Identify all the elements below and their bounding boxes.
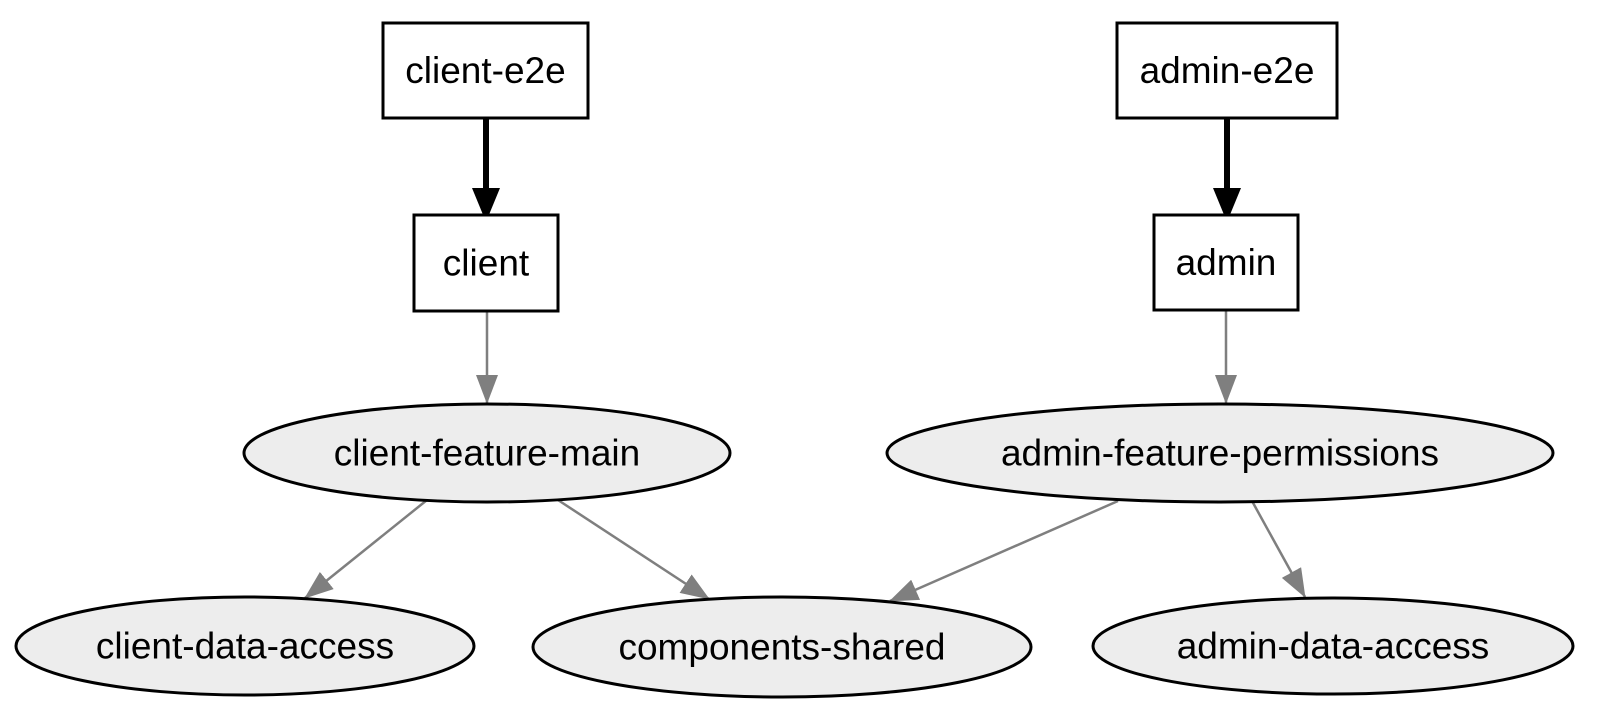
node-label: admin — [1176, 242, 1277, 283]
app-node-box — [1152, 213, 1300, 312]
node-label: admin-e2e — [1140, 50, 1315, 91]
library-node-ellipse — [14, 595, 476, 697]
edge-client-feature-main-to-components-shared — [557, 498, 710, 601]
node-client-data-access[interactable]: client-data-access — [14, 595, 476, 697]
app-node-box — [1115, 21, 1339, 120]
library-node-ellipse — [531, 595, 1033, 699]
node-client-feature-main[interactable]: client-feature-main — [242, 402, 732, 504]
node-label: admin-feature-permissions — [1001, 433, 1439, 474]
node-admin-feature-permissions[interactable]: admin-feature-permissions — [885, 402, 1555, 504]
node-label: client-e2e — [405, 50, 565, 91]
node-components-shared[interactable]: components-shared — [531, 595, 1033, 699]
edge-client-feature-main-to-client-data-access — [304, 499, 428, 599]
edge-admin-feature-permissions-to-admin-data-access — [1250, 500, 1307, 598]
node-admin-e2e[interactable]: admin-e2e — [1115, 21, 1339, 120]
nodes-layer: client-e2e admin-e2e client admin client-fea… — [14, 21, 1575, 699]
node-label: components-shared — [618, 627, 945, 668]
node-label: client-feature-main — [334, 433, 640, 474]
node-admin[interactable]: admin — [1152, 213, 1300, 312]
node-admin-data-access[interactable]: admin-data-access — [1091, 596, 1575, 696]
app-node-box — [381, 21, 590, 120]
node-client-e2e[interactable]: client-e2e — [381, 21, 590, 120]
node-label: client — [443, 243, 530, 284]
node-label: admin-data-access — [1177, 626, 1490, 667]
node-client[interactable]: client — [412, 213, 560, 313]
library-node-ellipse — [885, 402, 1555, 504]
app-node-box — [412, 213, 560, 313]
edges-layer — [304, 118, 1307, 603]
library-node-ellipse — [242, 402, 732, 504]
library-node-ellipse — [1091, 596, 1575, 696]
edge-admin-feature-permissions-to-components-shared — [889, 499, 1119, 603]
node-label: client-data-access — [96, 626, 394, 667]
